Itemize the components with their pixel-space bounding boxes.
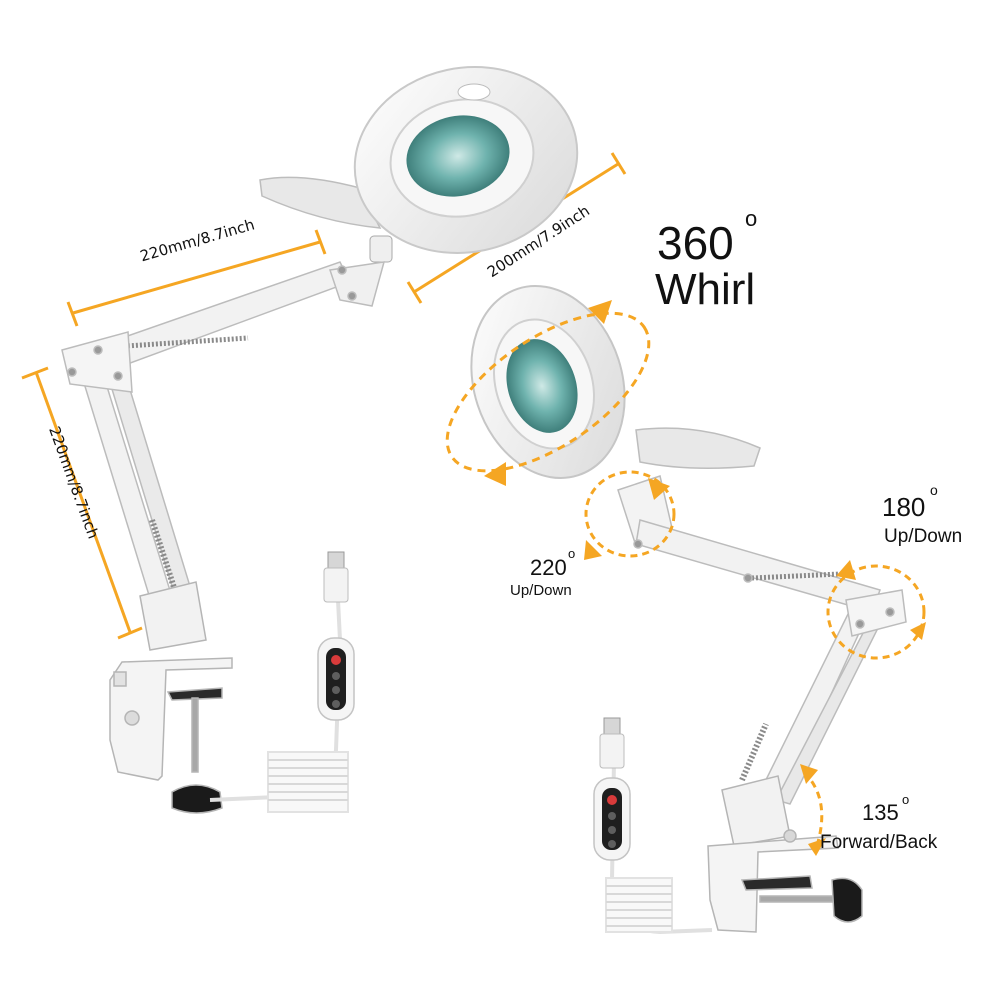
angle-220-value: 220 [530,555,567,580]
angle-220-degree: o [568,546,576,561]
angle-220-label: Up/Down [510,582,572,599]
whirl-label: Whirl [655,265,756,314]
angle-135-degree: o [902,792,910,807]
arrow-icon [484,462,506,486]
dimension-line-lower-arm [21,366,143,640]
whirl-angle-value: 360 [657,217,734,269]
left-lamp [21,66,627,814]
left-lamp-head [259,66,579,263]
angle-180-degree: o [930,482,938,498]
angle-180-label: Up/Down [884,526,963,547]
angle-135-value: 135 [862,800,899,825]
angle-135-label: Forward/Back [820,832,938,853]
arrow-icon [648,478,670,500]
left-dimmer-controller [317,637,355,721]
rotation-indicator-180 [826,560,926,660]
arrow-icon [910,622,926,640]
rotation-indicator-135 [800,764,826,856]
right-lamp-clamp [707,775,863,933]
left-usb-plug [323,551,349,603]
whirl-degree-symbol: o [745,206,758,231]
dimension-line-upper-arm [66,229,327,327]
right-usb-plug [599,717,625,769]
angle-180-value: 180 [882,492,926,522]
rotation-indicator-220 [584,470,676,560]
arrow-icon [584,540,602,560]
left-lamp-arms [61,261,386,619]
right-lamp-arms [617,475,907,807]
right-coiled-cable [605,877,673,933]
arrow-icon [588,300,612,324]
right-dimmer-controller [593,777,631,861]
arrow-icon [808,838,826,856]
right-lamp-head [470,285,761,479]
rotation-indicator-360 [445,300,651,486]
right-lamp [445,285,926,935]
left-coiled-cable [267,751,349,813]
arrow-icon [800,764,818,784]
arrow-icon [836,560,856,580]
left-lamp-clamp [109,581,233,814]
